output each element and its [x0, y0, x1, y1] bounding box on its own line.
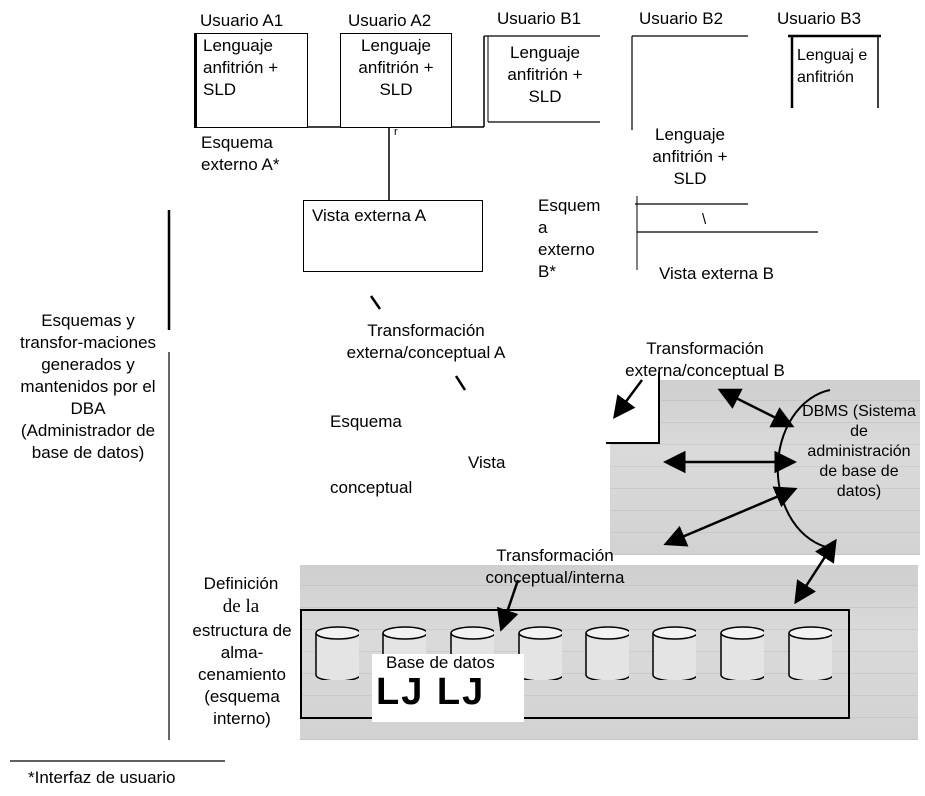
external-view-b-label: Vista externa B	[659, 264, 774, 283]
host-language-a1: Lenguaje anfitrión + SLD	[203, 36, 279, 99]
storage-definition-2: de la	[222, 596, 260, 617]
mark-r: r	[394, 126, 398, 138]
user-a2-box: Lenguaje anfitrión + SLD	[340, 33, 452, 128]
external-view-a-label: Vista externa A	[312, 206, 427, 225]
database-cylinder	[788, 626, 832, 680]
transformation-a-label: Transformación externa/conceptual A	[346, 321, 506, 362]
conceptual-view-word: Vista	[468, 453, 506, 472]
user-a2-label: Usuario A2	[348, 11, 432, 30]
conceptual-schema-word: Esquema	[330, 412, 402, 431]
database-label-area: Base de datos LJ LJ	[372, 654, 524, 722]
host-language-b1: Lenguaje anfitrión + SLD	[507, 43, 583, 106]
left-group-label: Esquemas y transfor-maciones generados y…	[19, 311, 157, 462]
external-view-a-box: Vista externa A	[303, 200, 483, 272]
user-b2-label: Usuario B2	[639, 9, 724, 28]
database-cylinder	[315, 626, 359, 680]
footnote: *Interfaz de usuario	[28, 768, 176, 787]
storage-definition-1: Definición	[203, 574, 279, 593]
transformation-b-label: Transformación externa/conceptual B	[625, 339, 785, 380]
user-b3-label: Usuario B3	[777, 9, 862, 28]
conceptual-word: conceptual	[330, 478, 413, 497]
external-schema-b: Esquem a externo B*	[538, 196, 601, 281]
user-a1-label: Usuario A1	[200, 11, 284, 30]
database-cylinder	[652, 626, 696, 680]
database-cylinder	[720, 626, 764, 680]
database-cylinder	[518, 626, 562, 680]
host-language-a2: Lenguaje anfitrión + SLD	[358, 36, 434, 99]
storage-definition-3: estructura de alma-cenamiento (esquema i…	[192, 621, 292, 728]
transformation-internal-label: Transformación conceptual/interna	[485, 546, 625, 587]
mark-backslash: \	[702, 211, 707, 228]
external-schema-a: Esquema externo A*	[201, 133, 280, 174]
dbms-label: DBMS (Sistema de administración de base …	[802, 403, 916, 500]
database-glyph: LJ LJ	[376, 671, 486, 713]
database-label: Base de datos	[386, 653, 495, 672]
database-storage-box	[300, 609, 850, 719]
host-language-b2: Lenguaje anfitrión + SLD	[652, 125, 728, 188]
user-a1-box: Lenguaje anfitrión + SLD	[194, 33, 308, 128]
user-b1-label: Usuario B1	[497, 9, 582, 28]
database-cylinder	[585, 626, 629, 680]
host-language-b3: Lenguaj e anfitrión	[797, 47, 868, 86]
